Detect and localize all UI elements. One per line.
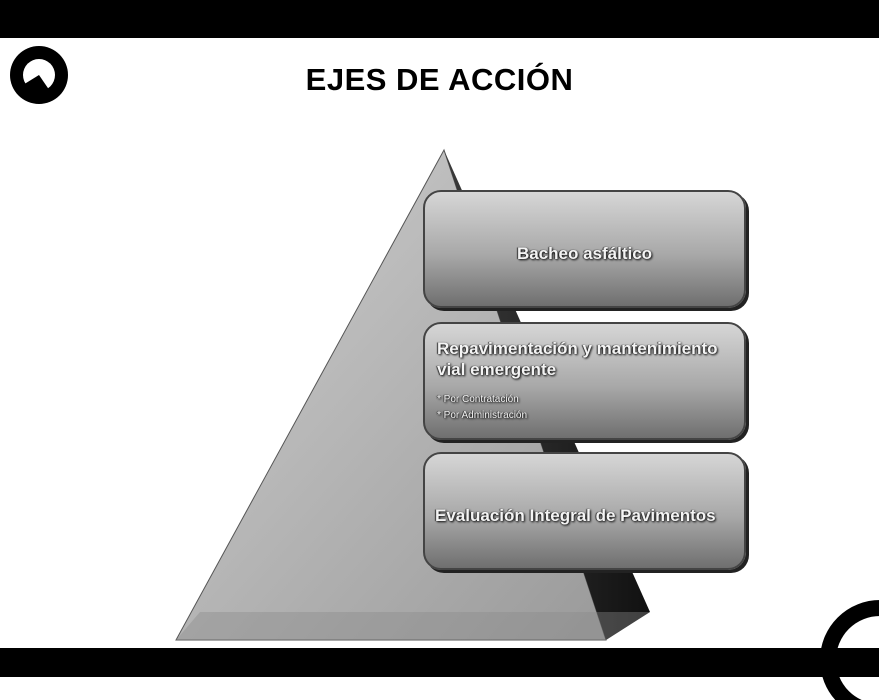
tier-repavimentacion: Repavimentación y mantenimiento vial eme… <box>423 322 746 440</box>
tier-bacheo: Bacheo asfáltico <box>423 190 746 308</box>
tier-evaluacion: Evaluación Integral de Pavimentos <box>423 452 746 570</box>
bottom-bar <box>0 648 879 677</box>
tier-label: Repavimentación y mantenimiento vial eme… <box>437 339 718 379</box>
tier-label: Bacheo asfáltico <box>516 244 653 263</box>
slide-title: EJES DE ACCIÓN <box>305 62 574 97</box>
top-bar <box>0 0 879 38</box>
corner-arc-icon <box>820 600 879 700</box>
tier-subitem: * Por Administración <box>437 410 528 421</box>
tier-subitem: * Por Contratación <box>437 394 519 405</box>
tier-label: Evaluación Integral de Pavimentos <box>435 506 716 525</box>
logo-icon <box>10 46 68 104</box>
